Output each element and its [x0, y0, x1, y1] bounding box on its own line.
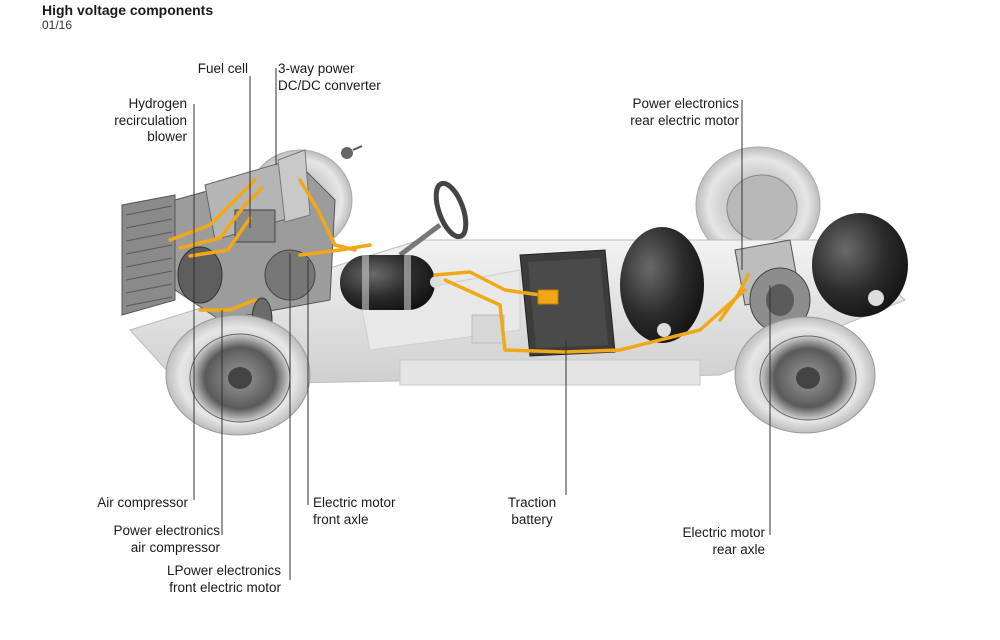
label-electric-motor-front-axle: Electric motor front axle [313, 495, 396, 527]
label-electric-motor-rear-axle: Electric motor rear axle [682, 525, 765, 557]
front-drive-module [174, 149, 336, 343]
high-voltage-cables [168, 178, 750, 354]
hydrogen-tank-front [340, 255, 442, 310]
front-right-wheel [165, 314, 311, 436]
front-radiator [121, 194, 176, 316]
label-fuel-cell: Fuel cell [197, 61, 248, 76]
leader-lines [193, 68, 771, 580]
label-power-electronics-rear: Power electronics rear electric motor [630, 96, 739, 128]
rear-right-wheel [734, 316, 876, 434]
label-traction-battery: Traction battery [507, 495, 557, 527]
traction-battery [519, 249, 616, 357]
rear-left-wheel [695, 146, 821, 264]
label-power-electronics-front-motor: LPower electronics front electric motor [166, 563, 281, 595]
label-dcdc-converter: 3-way power DC/DC converter [278, 61, 381, 93]
steering-wheel [398, 180, 469, 257]
page-title: High voltage components [42, 2, 214, 18]
label-air-compressor: Air compressor [97, 495, 188, 510]
hydrogen-tank-rear [812, 213, 908, 317]
rear-drive-module [734, 239, 811, 333]
coolant-cap-icon [341, 145, 363, 159]
label-power-electronics-air-compressor: Power electronics air compressor [113, 523, 220, 555]
battery-connector-icon [537, 289, 559, 305]
hydrogen-tank-middle [620, 227, 704, 343]
page-counter: 01/16 [42, 18, 73, 32]
label-hydrogen-recirculation-blower: Hydrogen recirculation blower [114, 96, 187, 144]
